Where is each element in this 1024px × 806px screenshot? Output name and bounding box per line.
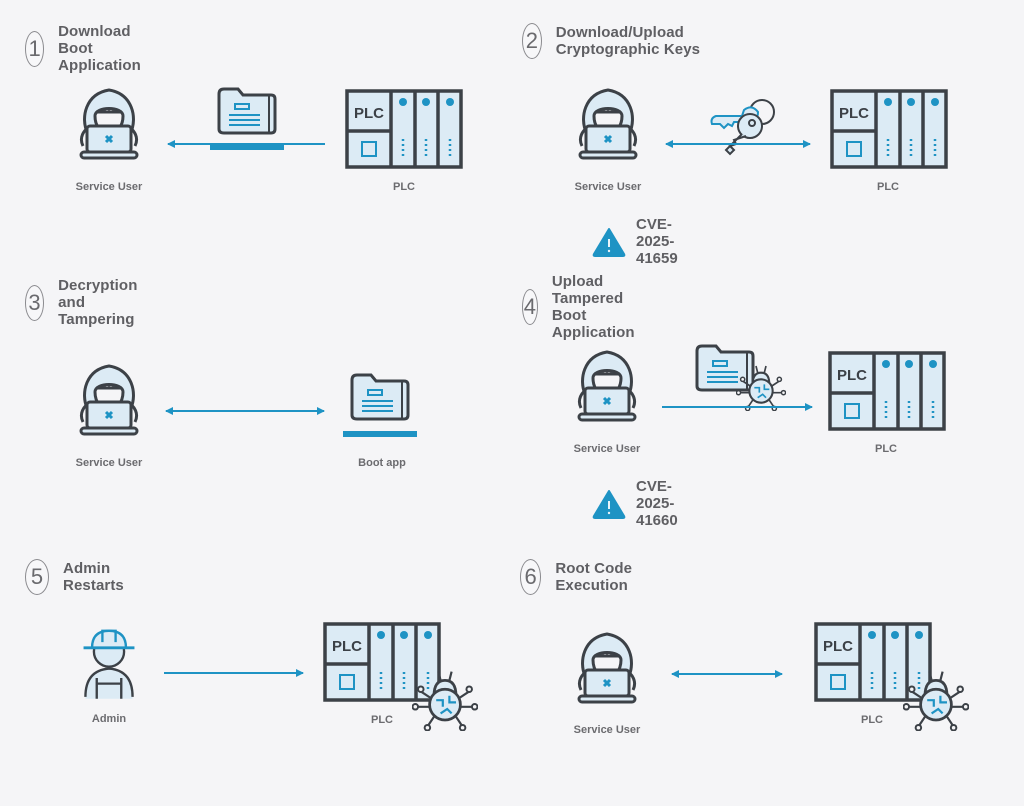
cve-id: CVE-2025-41659 <box>636 216 678 267</box>
step-3-header: 3 Decryption and Tampering <box>25 277 154 328</box>
step-6-header: 6 Root Code Execution <box>520 559 643 595</box>
cve-badge: CVE-2025-41660 <box>592 478 678 529</box>
step-number: 4 <box>522 289 538 325</box>
step-title: Admin Restarts <box>63 560 124 594</box>
step-1-header: 1 Download Boot Application <box>25 23 158 74</box>
warning-icon <box>592 227 626 257</box>
hacker-icon <box>79 364 139 436</box>
boot-app-label: Boot app <box>358 457 406 469</box>
step-title: Root Code Execution <box>555 560 633 594</box>
plc-label: PLC <box>877 181 899 193</box>
plc-label: PLC <box>875 443 897 455</box>
step-4-header: 4 Upload Tampered Boot Application <box>522 273 655 341</box>
transfer-bar <box>343 431 417 437</box>
hacker-icon <box>577 350 637 422</box>
hacker-icon <box>578 88 638 160</box>
step-title: Decryption and Tampering <box>58 277 138 328</box>
cve-badge: CVE-2025-41659 <box>592 216 678 267</box>
folder-icon <box>695 344 755 392</box>
key-exchange-arrow <box>665 99 811 155</box>
service-user-label: Service User <box>574 181 642 193</box>
hacker-icon <box>577 632 637 704</box>
plc-icon <box>830 89 948 169</box>
transfer-bar <box>210 144 284 150</box>
step-2-header: 2 Download/Upload Cryptographic Keys <box>522 23 700 59</box>
warning-icon <box>592 489 626 519</box>
folder-icon <box>217 87 277 135</box>
boot-app-icon <box>343 373 417 437</box>
plc-label: PLC <box>371 714 393 726</box>
bidirectional-arrow <box>671 670 783 678</box>
service-user-label: Service User <box>573 724 641 736</box>
step-number: 1 <box>25 30 45 67</box>
step-number: 2 <box>522 23 542 59</box>
plc-icon <box>828 351 946 431</box>
plc-label: PLC <box>393 181 415 193</box>
upload-arrow <box>662 344 813 411</box>
service-user-label: Service User <box>573 443 641 455</box>
download-arrow <box>167 87 325 150</box>
folder-icon <box>350 373 410 421</box>
service-user-label: Service User <box>75 457 143 469</box>
admin-label: Admin <box>91 713 127 725</box>
step-number: 3 <box>25 284 45 321</box>
step-title: Download/Upload Cryptographic Keys <box>555 24 701 58</box>
step-title: Upload Tampered Boot Application <box>551 273 635 341</box>
keys-icon <box>710 99 775 155</box>
step-title: Download Boot Application <box>58 23 141 74</box>
step-number: 6 <box>520 559 542 595</box>
cve-id: CVE-2025-41660 <box>636 478 678 529</box>
bidirectional-arrow <box>165 407 325 415</box>
restart-arrow <box>164 669 304 677</box>
hacker-icon <box>79 88 139 160</box>
service-user-label: Service User <box>75 181 143 193</box>
admin-icon <box>82 629 136 699</box>
step-number: 5 <box>25 559 50 595</box>
plc-icon <box>345 89 463 169</box>
plc-label: PLC <box>861 714 883 726</box>
step-5-header: 5 Admin Restarts <box>25 559 136 595</box>
